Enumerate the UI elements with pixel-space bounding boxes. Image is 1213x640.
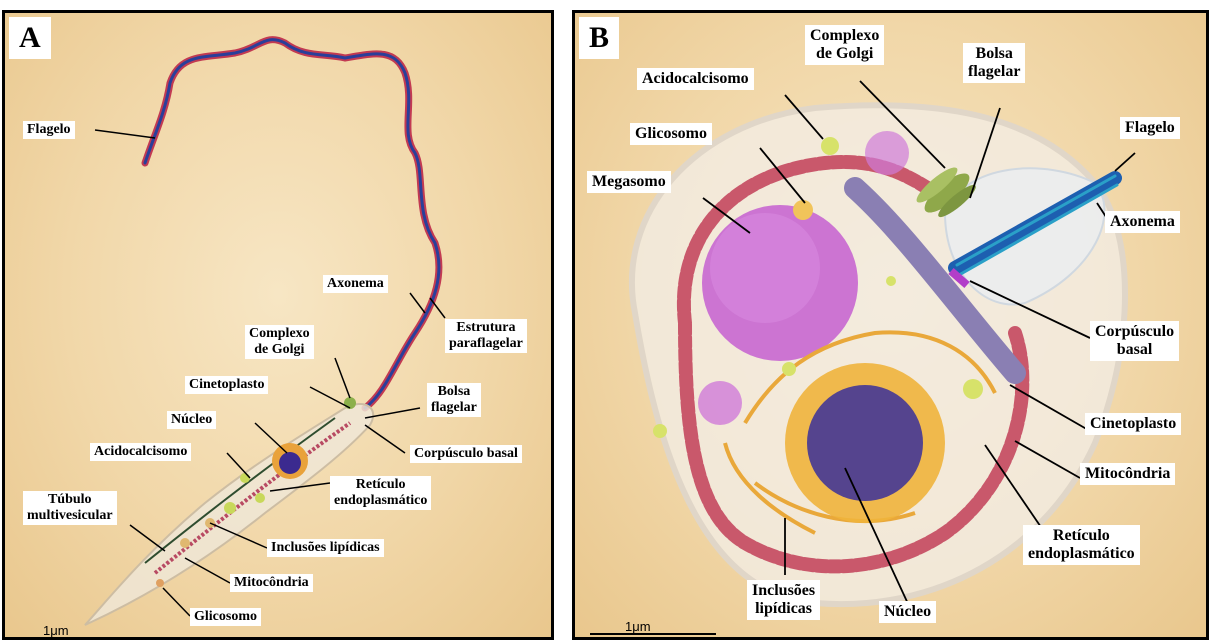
label-bolsa-flagelar: Bolsa flagelar [963,43,1025,83]
acidocalcisome [224,502,236,514]
label-nucleo: Núcleo [879,601,936,623]
vesicle [865,131,909,175]
label-acidocalcisomo: Acidocalcisomo [637,68,754,90]
label-cinetoplasto: Cinetoplasto [1085,413,1181,435]
lipid-inclusion [180,538,190,548]
label-axonema: Axonema [323,275,388,293]
label-acidocalcisomo: Acidocalcisomo [90,443,191,461]
label-reticulo-endoplasmatico: Retículo endoplasmático [1023,525,1140,565]
acidocalcisome [240,473,250,483]
label-mitocondria: Mitocôndria [1080,463,1175,485]
panel-a: A Flagelo Axonema Estrutura paraflagelar… [2,10,554,640]
scale-bar-label: 1μm [43,623,69,638]
label-glicosomo: Glicosomo [190,608,261,626]
label-megasomo: Megasomo [587,171,671,193]
label-axonema: Axonema [1105,211,1180,233]
vesicle [698,381,742,425]
label-flagelo: Flagelo [1120,117,1180,139]
glycosome [156,579,164,587]
label-corpusculo-basal: Corpúsculo basal [410,445,522,463]
acidocalcisome [255,493,265,503]
label-complexo-golgi: Complexo de Golgi [805,25,884,65]
panel-letter: A [9,17,51,59]
label-estrutura-paraflagelar: Estrutura paraflagelar [445,319,527,353]
label-mitocondria: Mitocôndria [230,574,313,592]
panel-b: B Complexo de Golgi Bolsa flagelar Acido… [572,10,1209,640]
label-glicosomo: Glicosomo [630,123,712,145]
label-cinetoplasto: Cinetoplasto [185,376,268,394]
megasome-highlight [710,213,820,323]
panel-letter: B [579,17,619,59]
scale-bar-label: 1μm [625,619,651,634]
scale-bar [590,633,716,635]
nucleus [279,452,301,474]
label-corpusculo-basal: Corpúsculo basal [1090,321,1179,361]
label-flagelo: Flagelo [23,121,75,139]
label-nucleo: Núcleo [167,411,216,429]
label-reticulo-endoplasmatico: Retículo endoplasmático [330,476,431,510]
label-tubulo-multivesicular: Túbulo multivesicular [23,491,117,525]
nucleus [807,385,923,501]
label-bolsa-flagelar: Bolsa flagelar [427,383,481,417]
label-complexo-golgi: Complexo de Golgi [245,325,314,359]
label-inclusoes-lipidicas: Inclusões lipídicas [267,539,384,557]
label-inclusoes-lipidicas: Inclusões lipídicas [747,580,820,620]
